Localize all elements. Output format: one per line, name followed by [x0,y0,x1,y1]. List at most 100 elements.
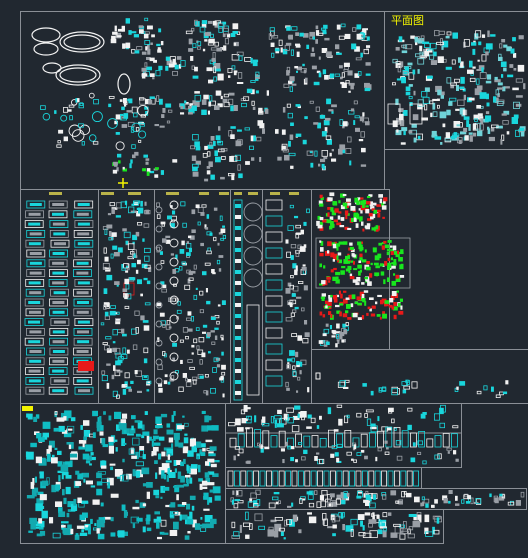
cad-block [388,512,392,516]
cad-block [101,460,105,464]
cad-block [52,369,65,373]
cad-block [280,47,283,53]
cad-block [28,389,41,393]
cad-block [364,249,367,253]
cad-block [356,213,359,219]
cad-block [179,514,182,521]
cad-block [96,472,102,479]
cad-block [173,411,176,416]
cad-block [174,439,179,447]
cad-block [65,461,73,468]
cad-block [419,45,423,52]
cad-block [363,290,369,293]
cad-block [151,453,154,457]
cad-block [501,74,504,78]
cad-block [265,263,283,275]
cad-block [316,501,322,508]
label-marker [101,192,114,195]
cad-block [135,127,140,132]
cad-block [172,269,176,274]
cad-block [308,516,317,524]
cad-block [48,200,68,209]
cad-round-block [243,268,263,288]
cad-block [387,240,392,243]
cad-block [135,326,139,334]
cad-block [85,480,93,485]
cad-block [154,511,160,515]
cad-block [133,201,139,206]
cad-block [506,131,510,135]
cad-block [289,134,294,140]
cad-block [358,208,362,211]
cad-block [445,36,450,39]
cad-round-block [107,118,118,129]
cad-block [32,478,35,486]
cad-block [432,102,436,110]
cad-block [178,266,183,271]
cad-block [255,90,259,94]
ucs-crosshair-icon [118,178,128,188]
cad-block [194,91,200,94]
cad-block [145,209,150,215]
cad-block [136,517,143,522]
cad-block [499,43,503,49]
cad-block [79,514,86,521]
cad-block [74,200,94,209]
cad-round-block [155,244,163,252]
cad-block [186,241,189,244]
cad-block [419,514,422,523]
cad-block [341,72,346,78]
cad-block [174,511,181,516]
cad-block [410,35,415,39]
cad-block [323,265,326,269]
cad-block [384,440,388,444]
cad-block [284,154,290,161]
cad-block [102,266,107,270]
cad-block [132,200,139,206]
cad-block [184,284,191,290]
cad-block [51,457,58,464]
cad-block [322,314,326,318]
cad-block [126,473,132,480]
cad-block [304,470,311,487]
cad-block [503,67,507,72]
cad-block [326,98,332,105]
cad-block [207,497,210,505]
cad-block [403,129,406,136]
cad-block [502,120,509,125]
cad-block [265,247,283,259]
cad-block [216,47,223,52]
cad-block [28,242,41,246]
cad-block [39,525,44,530]
cad-block [194,523,200,530]
cad-block [477,113,483,117]
cad-block [392,245,397,251]
cad-block [26,200,46,209]
cad-block [340,270,345,275]
cad-block [322,333,327,337]
cad-block [391,306,395,310]
cad-block [124,372,130,379]
cad-block [450,84,454,89]
cad-block [215,90,222,96]
cad-block [283,417,290,421]
cad-block [205,461,209,466]
cad-block [210,47,218,51]
cad-block [102,226,109,230]
cad-block [403,490,407,495]
cad-block [109,202,115,207]
cad-block [192,379,197,385]
cad-block [157,47,161,51]
cad-block [154,174,159,178]
cad-block [429,42,437,50]
cad-block [372,202,377,206]
cad-block [501,113,507,116]
cad-block [143,247,151,254]
cad-block [361,294,365,299]
cad-block [75,533,79,537]
cad-block [53,320,66,324]
cad-block [128,98,133,104]
cad-block [169,530,178,536]
cad-block [513,114,519,119]
